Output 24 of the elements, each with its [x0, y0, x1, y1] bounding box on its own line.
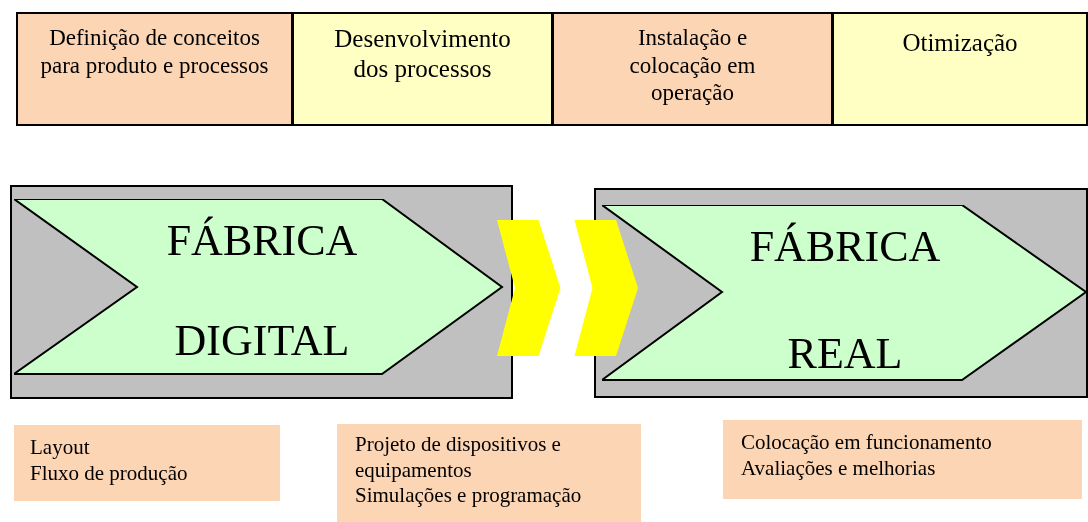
phase-label: Definição de conceitos para produto e processos: [39, 24, 270, 80]
factory-title: DIGITAL: [173, 317, 351, 366]
note-text: Projeto de dispositivos e equipamentos: [355, 432, 562, 484]
panel-background: [10, 185, 513, 399]
factory-title: REAL: [786, 330, 904, 379]
double-chevron-arrow: [497, 220, 638, 356]
panel-background: [594, 188, 1088, 398]
note-box: [14, 425, 280, 501]
phase-box: [552, 12, 833, 126]
phase-box: [292, 12, 553, 126]
note-text: Simulações e programação: [355, 483, 583, 509]
note-text: Colocação em funcionamento: [741, 430, 993, 456]
phase-label: Instalação e colocação em operação: [628, 24, 757, 107]
factory-title: FÁBRICA: [165, 217, 359, 266]
phase-label: Otimização: [901, 28, 1019, 58]
phase-box: [832, 12, 1088, 126]
note-text: Fluxo de produção: [30, 460, 189, 487]
note-text: Avaliações e melhorias: [741, 455, 937, 482]
note-box: [337, 424, 641, 522]
note-box: [723, 420, 1082, 499]
phase-box: [16, 12, 293, 126]
factory-title: FÁBRICA: [748, 223, 942, 272]
phase-label: Desenvolvimento dos processos: [333, 24, 512, 84]
note-text: Layout: [30, 435, 91, 461]
